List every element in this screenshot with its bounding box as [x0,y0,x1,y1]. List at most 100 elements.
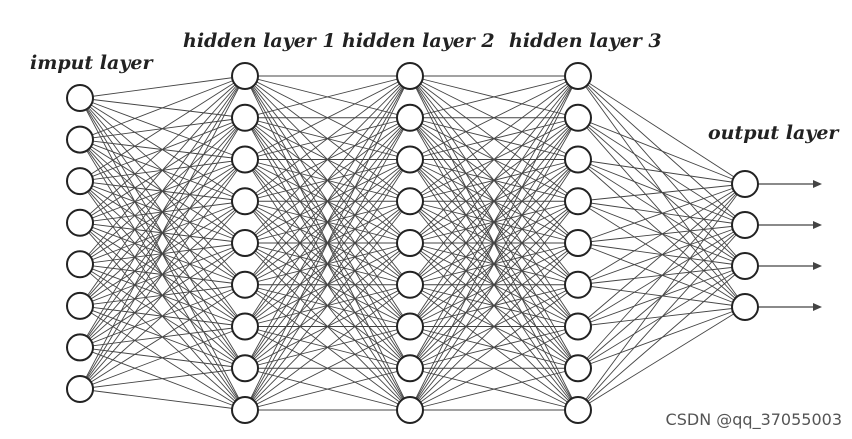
connection-hidden-3-5-to-output-1 [577,183,746,244]
connection-input-8-to-hidden-1-8 [79,367,246,390]
connection-hidden-3-3-to-output-1 [577,159,746,185]
connection-hidden-2-9-to-hidden-3-4 [409,200,579,411]
neuron-hidden-3-5 [564,229,592,257]
connection-hidden-1-8-to-hidden-2-1 [244,75,411,369]
output-arrow-2 [758,221,822,229]
neuron-hidden-3-1 [564,62,592,90]
output-arrows [758,180,822,311]
connection-input-6-to-hidden-1-1 [79,75,246,307]
connection-hidden-1-9-to-hidden-2-5 [244,242,411,411]
connection-hidden-1-6-to-hidden-2-1 [244,75,411,286]
neurons [66,62,759,424]
connection-hidden-3-4-to-output-1 [577,183,746,202]
connection-input-8-to-hidden-1-5 [79,242,246,390]
neuron-input-2 [66,125,94,154]
neuron-input-7 [66,333,94,362]
neuron-input-8 [66,375,94,403]
neuron-hidden-1-4 [231,187,259,216]
connection-hidden-1-9-to-hidden-2-6 [244,284,411,411]
neuron-hidden-2-5 [396,229,424,257]
connection-hidden-2-9-to-hidden-3-3 [409,159,579,411]
connection-hidden-1-4-to-hidden-2-1 [244,75,411,202]
hidden-layer-3-label: hidden layer 3 [509,30,662,52]
connection-hidden-2-4-to-hidden-3-1 [409,75,579,202]
hidden-layer-2-label: hidden layer 2 [342,30,495,52]
neuron-output-1 [731,170,759,198]
neuron-output-2 [731,211,759,239]
connection-hidden-3-9-to-output-1 [577,183,746,411]
neuron-hidden-1-2 [231,103,259,132]
connection-hidden-3-9-to-output-4 [577,306,746,411]
connection-hidden-2-7-to-hidden-3-1 [409,75,579,327]
connection-input-4-to-hidden-1-1 [79,75,246,224]
connection-hidden-1-9-to-hidden-2-1 [244,75,411,411]
output-arrow-4 [758,303,822,311]
connection-input-8-to-hidden-1-4 [79,200,246,390]
connection-input-8-to-hidden-1-6 [79,284,246,390]
neuron-hidden-1-1 [231,62,259,90]
connection-hidden-2-9-to-hidden-3-5 [409,242,579,411]
connection-hidden-1-3-to-hidden-2-1 [244,75,411,160]
hidden-layer-1-label: hidden layer 1 [183,30,336,52]
connection-input-1-to-hidden-1-1 [79,75,246,99]
neuron-hidden-2-8 [396,354,424,383]
neuron-hidden-1-8 [231,354,259,383]
connection-hidden-3-9-to-output-3 [577,265,746,411]
connection-hidden-3-7-to-output-1 [577,183,746,327]
watermark: CSDN @qq_37055003 [665,410,842,429]
connection-hidden-2-9-to-hidden-3-8 [409,367,579,411]
neuron-input-4 [66,208,94,237]
neuron-hidden-3-8 [564,354,592,383]
neuron-hidden-2-2 [396,103,424,132]
connection-hidden-2-2-to-hidden-3-1 [409,75,579,119]
output-arrow-1 [758,180,822,188]
connection-hidden-2-9-to-hidden-3-7 [409,326,579,411]
connection-hidden-1-9-to-hidden-2-4 [244,200,411,411]
connection-hidden-2-9-to-hidden-3-2 [409,117,579,411]
neuron-input-6 [66,291,94,320]
neuron-hidden-1-6 [231,270,259,299]
connection-input-8-to-hidden-1-7 [79,326,246,390]
neuron-output-4 [731,293,759,321]
connection-input-8-to-hidden-1-1 [79,75,246,390]
connection-input-8-to-hidden-1-2 [79,117,246,390]
input-layer-label: imput layer [30,52,153,74]
connection-hidden-2-9-to-hidden-3-6 [409,284,579,411]
connection-input-8-to-hidden-1-3 [79,159,246,390]
neuron-hidden-1-7 [231,312,259,341]
connections [79,75,746,411]
neuron-hidden-3-6 [564,270,592,299]
neuron-hidden-2-4 [396,187,424,216]
neuron-hidden-2-9 [396,396,424,424]
connection-hidden-3-9-to-output-2 [577,224,746,411]
connection-hidden-2-6-to-hidden-3-1 [409,75,579,286]
connection-input-8-to-hidden-1-9 [79,388,246,411]
neuron-hidden-3-7 [564,312,592,341]
neuron-hidden-3-3 [564,145,592,174]
connection-hidden-2-3-to-hidden-3-1 [409,75,579,160]
connection-hidden-1-9-to-hidden-2-3 [244,159,411,411]
connection-hidden-3-1-to-output-1 [577,75,746,185]
connection-hidden-3-8-to-output-1 [577,183,746,369]
neuron-hidden-3-4 [564,187,592,216]
connection-hidden-3-2-to-output-1 [577,117,746,185]
connection-input-7-to-hidden-1-1 [79,75,246,348]
connection-hidden-3-6-to-output-1 [577,183,746,286]
neuron-hidden-3-2 [564,103,592,132]
neuron-hidden-1-3 [231,145,259,174]
neuron-hidden-1-5 [231,229,259,257]
neuron-input-3 [66,167,94,196]
connection-hidden-1-9-to-hidden-2-8 [244,367,411,411]
neuron-input-1 [66,84,94,112]
connection-hidden-1-7-to-hidden-2-1 [244,75,411,327]
neuron-input-5 [66,250,94,279]
neuron-hidden-3-9 [564,396,592,424]
connection-hidden-1-2-to-hidden-2-1 [244,75,411,119]
connection-input-3-to-hidden-1-1 [79,75,246,182]
neuron-hidden-1-9 [231,396,259,424]
connection-hidden-2-5-to-hidden-3-1 [409,75,579,244]
neuron-hidden-2-1 [396,62,424,90]
output-layer-label: output layer [708,122,839,144]
neuron-hidden-2-3 [396,145,424,174]
